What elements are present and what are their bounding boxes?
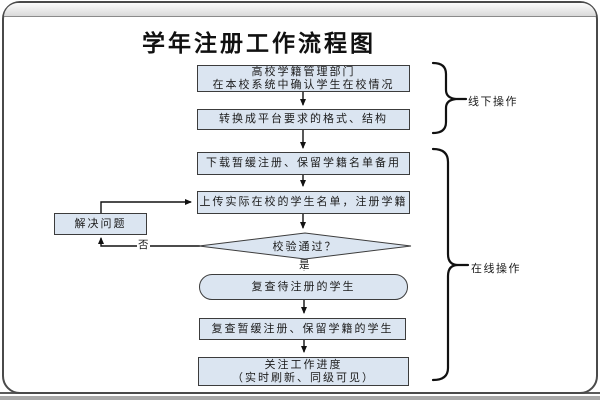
phase-label-offline: 线下操作 xyxy=(468,95,518,108)
window-titlebar xyxy=(4,3,596,17)
node-confirm-status: 高校学籍管理部门 在本校系统中确认学生在校情况 xyxy=(197,65,410,92)
edge-label-yes: 是 xyxy=(298,259,311,271)
node-text-line: 在本校系统中确认学生在校情况 xyxy=(212,77,395,91)
window-frame: 学年注册工作流程图 高校学籍管理部门 在本校系统中确认学生在校情况 xyxy=(2,1,598,394)
node-text-line: 下载暂缓注册、保留学籍名单备用 xyxy=(206,156,401,170)
node-download-list: 下载暂缓注册、保留学籍名单备用 xyxy=(197,152,410,175)
node-convert-format: 转换成平台要求的格式、结构 xyxy=(197,109,410,130)
node-text-line: 关注工作进度 xyxy=(264,358,343,371)
node-upload-register: 上传实际在校的学生名单，注册学籍 xyxy=(197,191,410,214)
node-text-line: 复查暂缓注册、保留学籍的学生 xyxy=(211,321,394,335)
decision-diamond xyxy=(198,232,412,260)
offline-phase-brace xyxy=(431,61,468,135)
arrow-check-no-to-solve xyxy=(98,237,200,247)
node-text-line: （实时刷新、同级可见） xyxy=(232,370,375,384)
node-text-line: 转换成平台要求的格式、结构 xyxy=(219,112,388,126)
node-review-pending: 复查待注册的学生 xyxy=(199,274,408,300)
node-review-deferred: 复查暂缓注册、保留学籍的学生 xyxy=(199,318,406,340)
node-text-line: 复查待注册的学生 xyxy=(251,279,356,293)
node-solve-problem: 解决问题 xyxy=(54,213,147,235)
edge-label-no: 否 xyxy=(137,239,150,251)
decision-diamond-shape xyxy=(198,232,412,260)
node-track-progress: 关注工作进度 （实时刷新、同级可见） xyxy=(198,357,409,386)
page-title: 学年注册工作流程图 xyxy=(142,31,376,57)
node-text-line: 高校学籍管理部门 xyxy=(251,65,356,78)
node-text-line: 解决问题 xyxy=(74,216,127,230)
arrow-solve-to-upload xyxy=(100,199,192,213)
phase-label-online: 在线操作 xyxy=(471,262,521,275)
node-text-line: 上传实际在校的学生名单，注册学籍 xyxy=(199,195,408,209)
frame-bottom-strip xyxy=(0,396,600,400)
node-text-line: 校验通过？ xyxy=(272,240,338,253)
online-phase-brace xyxy=(431,147,470,382)
node-check-decision: 校验通过？ xyxy=(198,232,412,260)
